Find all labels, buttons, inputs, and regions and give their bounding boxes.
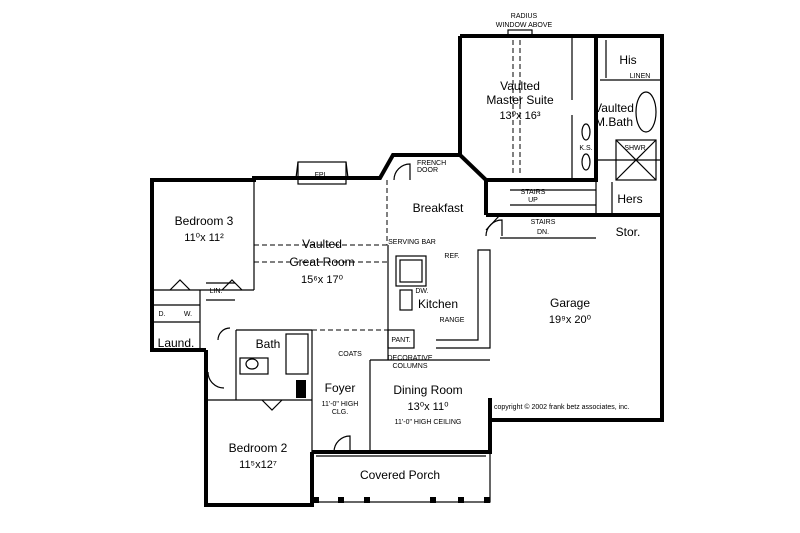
copyright-text: copyright © 2002 frank betz associates, … [494,403,630,411]
dining-room-dim: 13⁰x 11⁰ [407,401,449,413]
decorative-columns-label-2: COLUMNS [392,363,427,370]
linen-closet-label: LIN. [210,288,223,295]
ks-label: K.S. [579,145,592,152]
stairs-up-label-1: STAIRS [521,189,546,196]
range-label: RANGE [440,317,465,324]
interior-walls [152,36,662,452]
bedroom3-name: Bedroom 3 [175,214,234,228]
french-door-label-2: DOOR [417,167,438,174]
coats-label: COATS [338,351,362,358]
master-suite-name-2: Master Suite [486,93,554,107]
foyer-note-1: 11'-0" HIGH [322,401,359,408]
garage-dim: 19⁹x 20⁰ [549,314,592,326]
foyer-note-2: CLG. [332,409,348,416]
great-room-name-1: Vaulted [302,237,342,251]
stairs-up-label-2: UP [528,197,538,204]
master-suite-dim: 13⁰x 16³ [499,110,540,122]
bath-label: Bath [256,337,281,351]
dining-room-note: 11'-0" HIGH CEILING [395,419,462,426]
bedroom2-dim: 11⁵x12⁷ [239,459,277,471]
dishwasher-label: DW. [415,288,428,295]
covered-porch-label: Covered Porch [360,468,440,482]
bedroom3-dim: 11⁰x 11² [184,232,224,244]
linen-label: LINEN [630,73,651,80]
hers-closet-label: Hers [617,192,642,206]
exterior-walls [150,29,664,507]
master-bath-name-1: Vaulted [594,101,634,115]
his-closet-label: His [619,53,636,67]
french-door-label-1: FRENCH [417,160,446,167]
dining-room-name: Dining Room [393,383,462,397]
refrigerator-label: REF. [444,253,459,260]
radius-window-label-2: WINDOW ABOVE [496,22,553,29]
doors [169,163,503,453]
master-suite-name-1: Vaulted [500,79,540,93]
decorative-columns-label-1: DECORATIVE [388,355,433,362]
porch-columns [313,497,490,503]
dryer-label: D. [159,311,166,318]
master-bath-name-2: M.Bath [595,115,633,129]
laundry-label: Laund. [158,336,195,350]
stairs-down-label-1: STAIRS [531,219,556,226]
radius-window-label-1: RADIUS [511,13,538,20]
storage-label: Stor. [616,225,641,239]
bedroom2-name: Bedroom 2 [229,441,288,455]
breakfast-label: Breakfast [413,201,464,215]
serving-bar-label: SERVING BAR [388,239,436,246]
fireplace-label: FPL. [315,172,330,179]
garage-name: Garage [550,296,590,310]
washer-label: W. [184,311,192,318]
stairs-down-label-2: DN. [537,229,549,236]
kitchen-label: Kitchen [418,297,458,311]
pantry-label: PANT. [391,337,410,344]
foyer-name: Foyer [325,381,356,395]
great-room-dim: 15⁶x 17⁰ [301,274,344,286]
shower-label: SHWR. [624,145,647,152]
great-room-name-2: Great Room [289,255,354,269]
